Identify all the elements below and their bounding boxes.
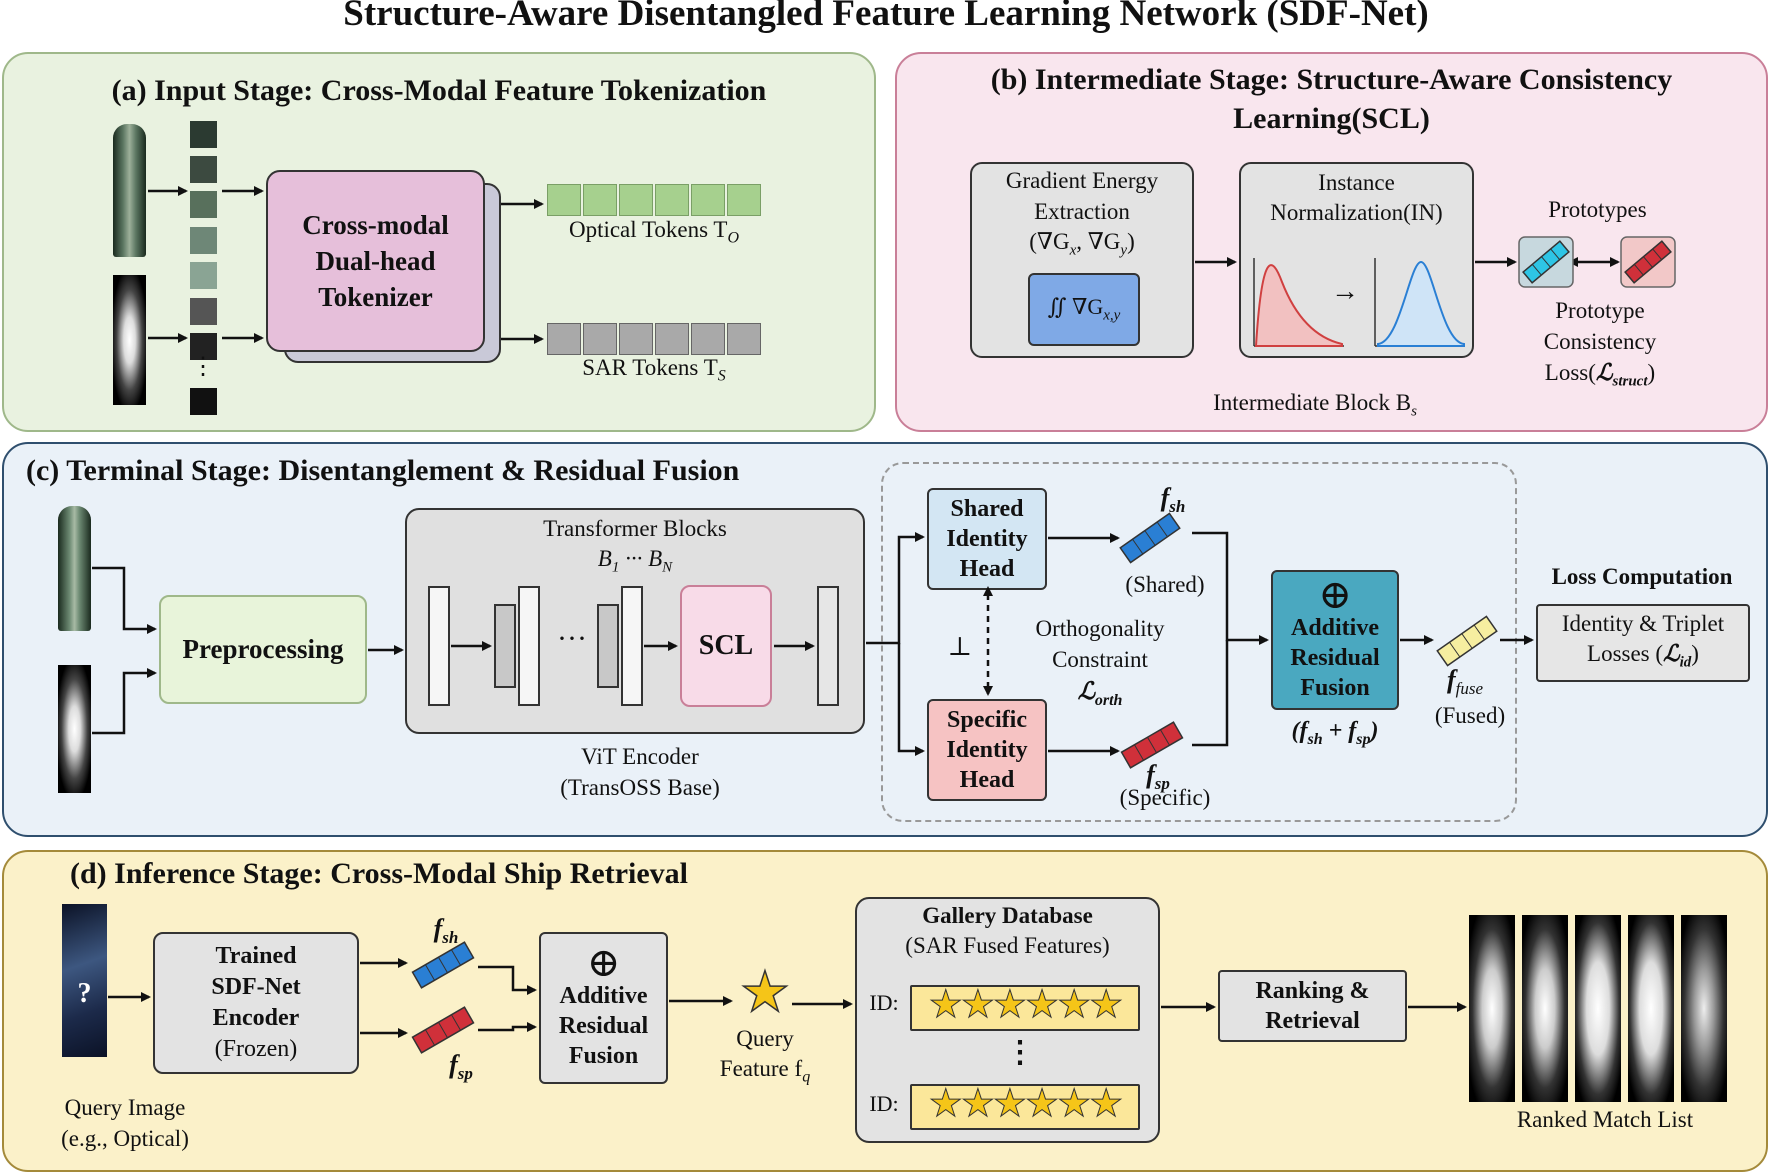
specific-caption: (Specific) (1119, 785, 1211, 810)
normal-distribution-icon (1374, 258, 1465, 347)
c-optical-ship-image (58, 506, 91, 631)
sar-ship-image (113, 275, 146, 405)
orth-label-2: Constraint (1052, 647, 1148, 672)
gallery-stars-1: ★★★★★★ (928, 984, 1123, 1027)
ranking-retrieval-box: Ranking &Retrieval (1218, 970, 1407, 1042)
query-image-label-2: (e.g., Optical) (61, 1126, 189, 1151)
proto-loss-label-2: Consistency (1543, 329, 1657, 354)
gradient-integral-box: ∬ ∇Gx,y (1028, 273, 1140, 346)
panel-d-title: (d) Inference Stage: Cross-Modal Ship Re… (70, 857, 688, 890)
query-image (62, 904, 107, 1057)
c-shared-feature-icon (1119, 512, 1181, 564)
gradient-label-3: (∇Gx, ∇Gy) (1029, 229, 1135, 259)
proto-loss-label-3: Loss(ℒstruct) (1544, 360, 1656, 390)
vit-encoder-label: ViT Encoder (581, 744, 699, 769)
proto-loss-label-1: Prototype (1555, 298, 1645, 323)
patch-ellipsis: ⋮ (191, 354, 215, 380)
d-oplus-icon: ⊕ (586, 940, 621, 985)
intermediate-block-label: Intermediate Block Bs (1213, 390, 1417, 420)
f-fuse-label: ffuse (1446, 665, 1484, 699)
orth-label-1: Orthogonality (1035, 616, 1165, 641)
gallery-subtitle: (SAR Fused Features) (905, 933, 1110, 958)
gradient-label-1: Gradient Energy (1005, 168, 1159, 193)
in-arrow: → (1331, 276, 1359, 307)
query-feature-star: ★ (739, 961, 791, 1025)
d-shared-feature-icon (411, 941, 475, 989)
c-sar-ship-image (58, 665, 91, 793)
oplus-icon: ⊕ (1318, 572, 1352, 617)
fusion-formula: (fsh + fsp) (1291, 718, 1379, 748)
panel-c-title: (c) Terminal Stage: Disentanglement & Re… (26, 454, 740, 487)
shared-caption: (Shared) (1125, 572, 1205, 597)
prototypes-label: Prototypes (1548, 197, 1647, 222)
c-fused-feature-icon (1436, 615, 1498, 667)
preprocessing-box: Preprocessing (159, 595, 367, 704)
orth-loss: ℒorth (1077, 679, 1123, 709)
identity-triplet-loss-box: Identity & Triplet Losses (ℒid) (1536, 604, 1750, 682)
panel-b-title-line2: Learning(SCL) (1233, 102, 1430, 135)
layer-dots: ··· (557, 622, 587, 655)
diagram-title: Structure-Aware Disentangled Feature Lea… (343, 0, 1429, 34)
optical-ship-image (113, 124, 146, 257)
d-f-sh-label: fsh (433, 914, 459, 948)
fused-caption: (Fused) (1434, 703, 1506, 728)
perp-symbol: ⊥ (947, 632, 973, 661)
d-specific-feature-icon (411, 1006, 475, 1054)
query-feature-label-1: Query (736, 1026, 794, 1051)
vit-encoder-base: (TransOSS Base) (560, 775, 720, 800)
in-label-2: Normalization(IN) (1270, 200, 1443, 225)
gallery-id-2: ID: (869, 1091, 899, 1116)
optical-tokens-label: Optical Tokens TO (568, 217, 740, 247)
gallery-title: Gallery Database (922, 903, 1093, 928)
panel-a-title: (a) Input Stage: Cross-Modal Feature Tok… (111, 74, 767, 107)
prototype-sar-icon (1620, 236, 1676, 288)
panel-b-title-line1: (b) Intermediate Stage: Structure-Aware … (990, 63, 1673, 96)
sar-tokens-label: SAR Tokens TS (582, 355, 726, 385)
gallery-row-1 (910, 985, 1140, 1031)
query-feature-label-2: Feature fq (719, 1056, 811, 1086)
query-mark: ? (77, 978, 92, 1009)
ranked-match-caption: Ranked Match List (1516, 1107, 1694, 1132)
f-sp-label: fsp (1146, 760, 1170, 794)
loss-computation-title: Loss Computation (1551, 564, 1733, 589)
gallery-id-1: ID: (869, 990, 899, 1015)
in-label-1: Instance (1318, 170, 1395, 195)
gallery-stars-2: ★★★★★★ (928, 1083, 1123, 1126)
scl-block: SCL (680, 585, 772, 707)
skewed-distribution-icon (1253, 258, 1344, 347)
prototype-optical-icon (1518, 236, 1574, 288)
transformer-blocks-range: B1 ··· BN (597, 546, 673, 576)
gradient-label-2: Extraction (1034, 199, 1130, 224)
gallery-vdots: ⋮ (1005, 1036, 1035, 1069)
f-sh-label: fsh (1160, 483, 1186, 517)
gallery-row-2 (910, 1084, 1140, 1130)
c-specific-feature-icon (1120, 721, 1184, 769)
query-image-label-1: Query Image (64, 1095, 186, 1120)
cross-modal-tokenizer: Cross-modal Dual-head Tokenizer (266, 170, 485, 352)
transformer-blocks-label: Transformer Blocks (543, 516, 727, 541)
d-f-sp-label: fsp (449, 1050, 473, 1084)
